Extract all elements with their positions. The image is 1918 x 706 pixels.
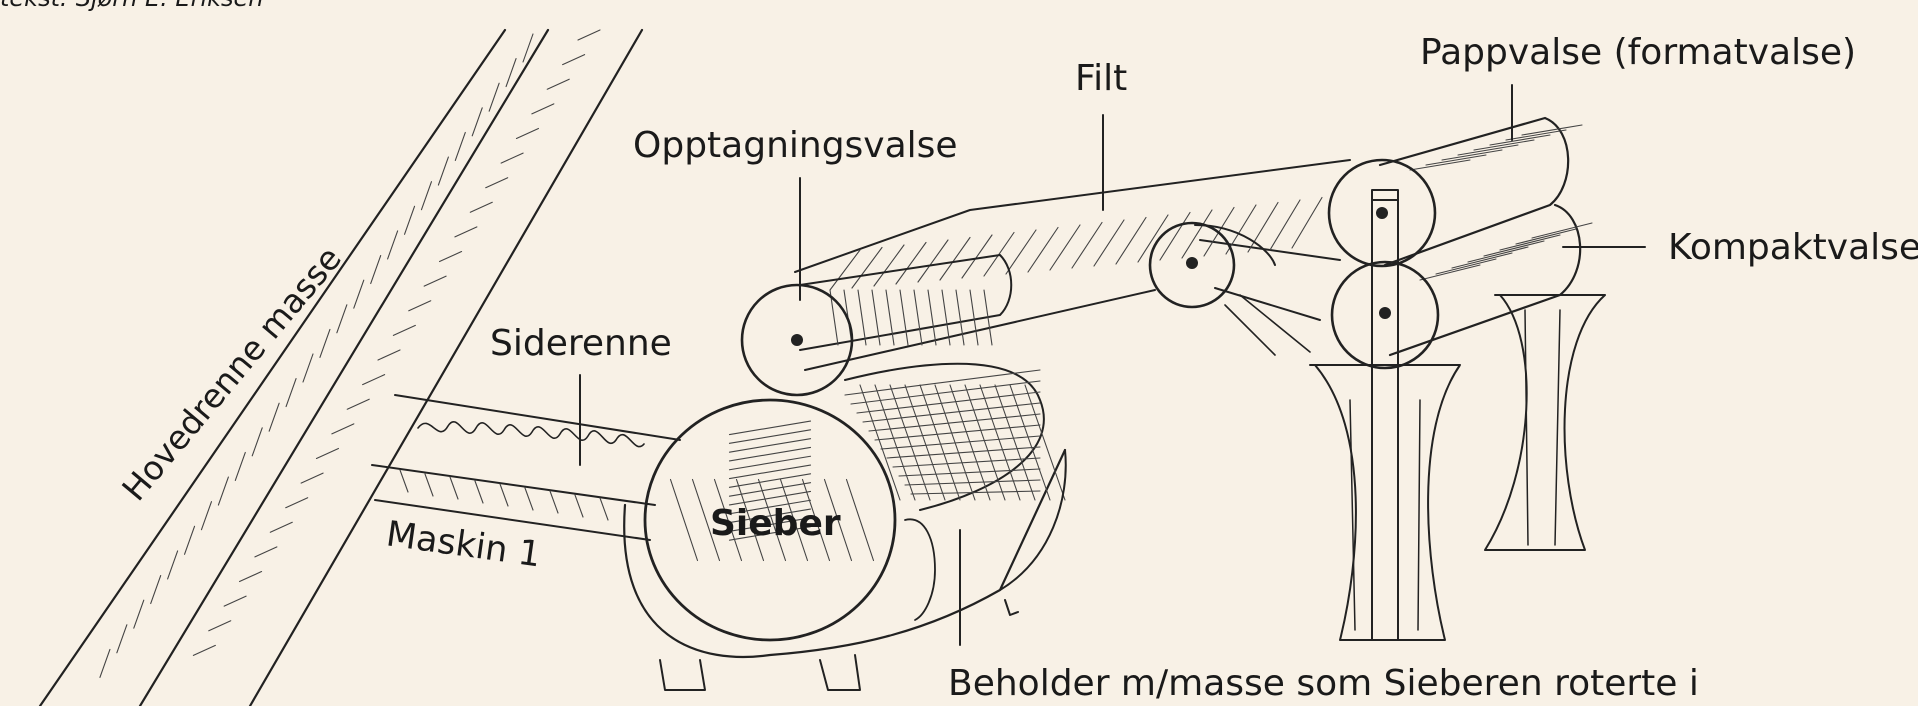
format-roll [1329, 118, 1582, 266]
label-kompaktvalse: Kompaktvalse [1668, 227, 1918, 268]
main-chute [40, 30, 642, 706]
felt-roll [1150, 223, 1275, 307]
sieber-cylinder [624, 364, 1066, 690]
label-opptagningsvalse: Opptagningsvalse [633, 125, 958, 166]
header-fragment: tekst: Sjørn E. Eriksen [0, 0, 264, 12]
pickup-roll [742, 255, 1011, 395]
label-hovedrenne: Hovedrenne masse [114, 239, 349, 508]
label-pappvalse: Pappvalse (formatvalse) [1420, 32, 1856, 73]
roll-frame [1372, 190, 1398, 640]
felt-belt [795, 160, 1350, 370]
label-maskin: Maskin 1 [384, 514, 544, 575]
leader-lines [580, 85, 1645, 645]
label-filt: Filt [1075, 58, 1127, 99]
stand-right [1485, 295, 1605, 550]
label-beholder: Beholder m/masse som Sieberen roterte i [948, 663, 1699, 704]
label-sieber: Sieber [710, 503, 841, 544]
label-siderenne: Siderenne [490, 323, 672, 364]
stand-left [1310, 365, 1460, 640]
